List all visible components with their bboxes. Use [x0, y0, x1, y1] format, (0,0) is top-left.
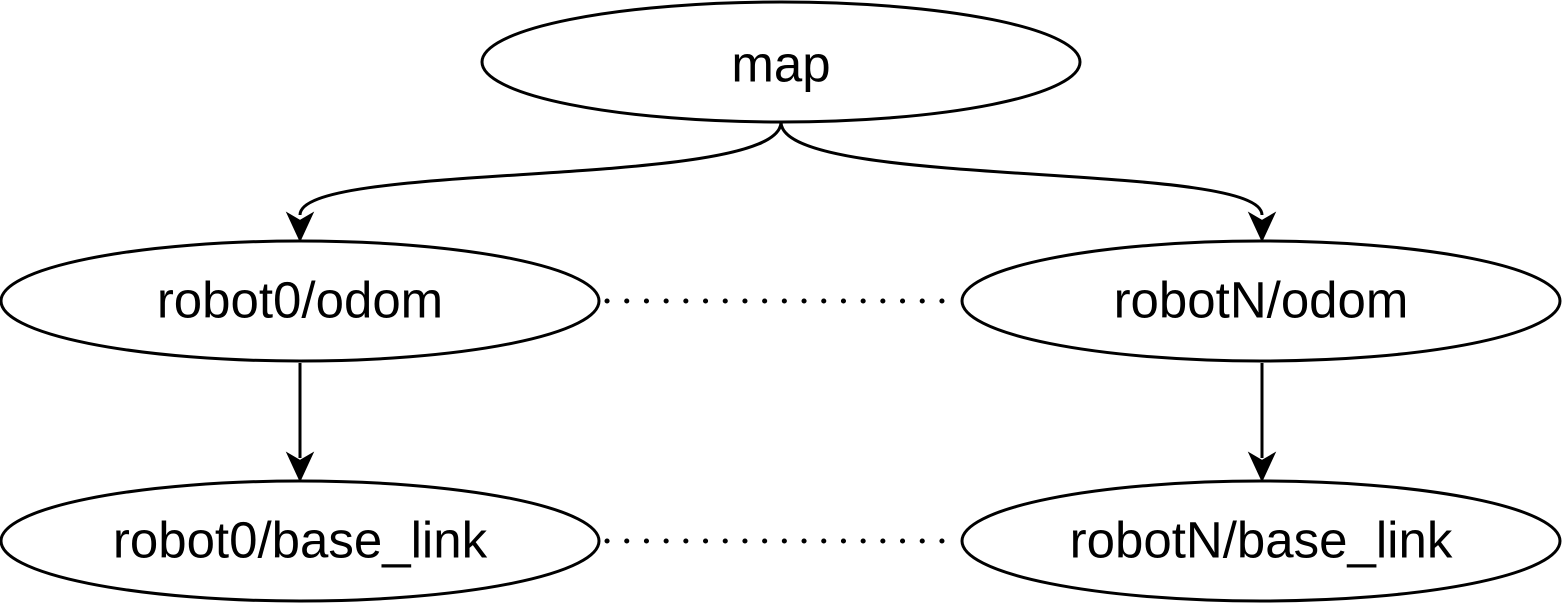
arrowhead-robotN-odom — [1247, 211, 1277, 243]
node-map-label: map — [731, 35, 830, 92]
node-robot0-odom: robot0/odom — [0, 239, 601, 363]
node-robotN-odom: robotN/odom — [960, 239, 1562, 363]
edge-map-to-robot0-odom — [298, 121, 783, 216]
node-robot0-odom-label: robot0/odom — [157, 271, 443, 328]
arrowhead-robotN-base-link — [1247, 451, 1277, 483]
arrowhead-robot0-odom — [285, 211, 315, 243]
node-robotN-base-link-label: robotN/base_link — [1070, 511, 1453, 568]
node-map: map — [480, 0, 1082, 124]
arrowhead-robot0-base-link — [285, 451, 315, 483]
edge-map-to-robotN-odom — [779, 121, 1264, 216]
node-robotN-odom-label: robotN/odom — [1114, 271, 1409, 328]
node-robotN-base-link: robotN/base_link — [960, 479, 1562, 603]
node-robot0-base-link-label: robot0/base_link — [113, 511, 488, 568]
node-robot0-base-link: robot0/base_link — [0, 479, 601, 603]
